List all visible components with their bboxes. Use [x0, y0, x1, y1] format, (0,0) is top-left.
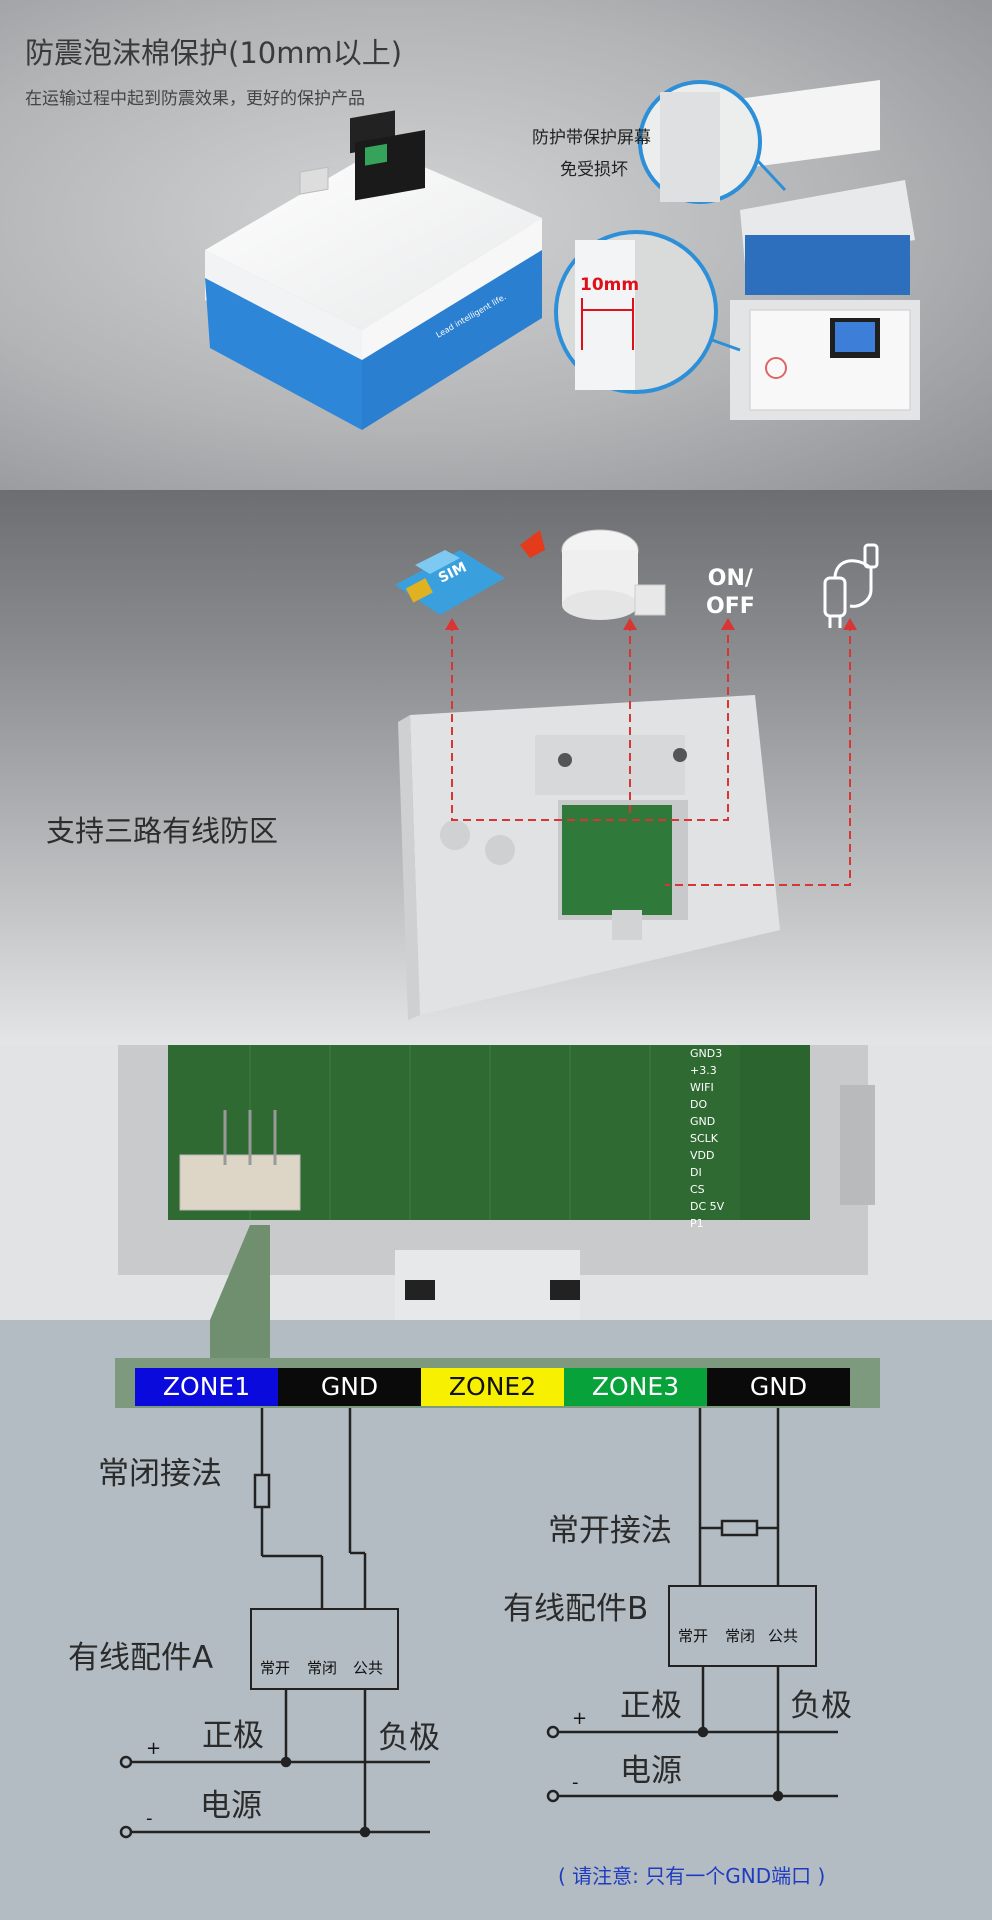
terminal-com-label: 公共	[768, 1627, 799, 1645]
foam-zoom-circle	[554, 230, 741, 394]
zone2-terminal: ZONE2	[421, 1368, 564, 1406]
terminal-no-label: 常开	[260, 1659, 291, 1677]
connector-funnel	[210, 1225, 270, 1320]
gnd-terminal: GND	[707, 1368, 850, 1406]
guide-lines	[451, 623, 851, 886]
switch-label-line2: OFF	[706, 594, 755, 619]
zone3-terminal: ZONE3	[564, 1368, 707, 1406]
open-box	[730, 80, 920, 420]
packaging-section: 防震泡沫棉保护(10mm以上) 在运输过程中起到防震效果，更好的保护产品 Lea…	[0, 0, 992, 490]
pcb-label: CS	[690, 1183, 705, 1196]
callout-line2: 免受损坏	[560, 160, 628, 180]
pcb-label: SCLK	[690, 1132, 719, 1145]
gnd-port-note: ( 请注意: 只有一个GND端口 )	[558, 1864, 826, 1888]
callout-line1: 防护带保护屏幕	[532, 128, 651, 148]
control-panel-back	[398, 695, 780, 1020]
foam-thickness-label: 10mm	[580, 275, 640, 295]
pcb-label: VDD	[690, 1149, 715, 1162]
positive-label-b: 正极	[620, 1688, 682, 1724]
plus-sign-a: +	[146, 1738, 162, 1759]
positive-label-a: 正极	[202, 1718, 264, 1754]
minus-sign-a: -	[146, 1808, 153, 1829]
switch-label: ON/ OFF	[706, 565, 755, 621]
terminal-nc-label: 常闭	[725, 1627, 756, 1645]
pcb-label: P1	[690, 1217, 704, 1230]
pcb-label: +3.3	[690, 1064, 717, 1077]
packaging-title: 防震泡沫棉保护(10mm以上)	[25, 36, 403, 70]
funnel-bottom	[210, 1320, 270, 1360]
back-panel-section: SIM ON/ OFF 支持三路有线防区	[0, 490, 992, 1045]
wiring-section: ZONE1 GND ZONE2 ZONE3 GND	[0, 1320, 992, 1920]
back-panel-illustration	[395, 529, 879, 1020]
no-method-label: 常开接法	[548, 1513, 672, 1549]
terminal-no-label: 常开	[678, 1627, 709, 1645]
siren-icon	[520, 529, 666, 620]
sim-card-icon	[395, 550, 505, 615]
pcb-label: DO	[690, 1098, 708, 1111]
terminal-nc-label: 常闭	[307, 1659, 338, 1677]
terminal-com-label: 公共	[353, 1659, 384, 1677]
zone-terminal-strip: ZONE1 GND ZONE2 ZONE3 GND	[115, 1358, 880, 1408]
power-adapter-icon	[823, 543, 879, 628]
nc-method-label: 常闭接法	[98, 1456, 222, 1492]
negative-label-a: 负极	[378, 1720, 440, 1756]
pcb-label: GND	[690, 1115, 716, 1128]
device-b-terminal-block: 常开 常闭 公共	[668, 1585, 817, 1667]
negative-label-b: 负极	[790, 1688, 852, 1724]
pcb-illustration	[118, 1045, 875, 1320]
screen-zoom-circle	[638, 80, 787, 204]
device-a-label: 有线配件A	[68, 1640, 214, 1676]
pcb-label: DC 5V	[690, 1200, 725, 1213]
power-label-a: 电源	[200, 1788, 262, 1824]
pcb-label: WIFI	[690, 1081, 714, 1094]
packaging-subtitle: 在运输过程中起到防震效果，更好的保护产品	[25, 89, 365, 109]
pcb-label: GND3	[690, 1047, 723, 1060]
device-a-terminal-block: 常开 常闭 公共	[250, 1608, 399, 1690]
power-label-b: 电源	[620, 1753, 682, 1789]
zone1-terminal: ZONE1	[135, 1368, 278, 1406]
gnd-terminal: GND	[278, 1368, 421, 1406]
pcb-label: DI	[690, 1166, 702, 1179]
wiring-lines	[119, 1408, 838, 1839]
switch-label-line1: ON/	[707, 566, 753, 591]
pcb-labels: GND3 +3.3 WIFI DO GND SCLK VDD DI CS DC …	[690, 1045, 800, 1232]
minus-sign-b: -	[572, 1772, 579, 1793]
wired-zone-caption: 支持三路有线防区	[46, 814, 279, 848]
packaging-illustration: Lead intelligent life.	[205, 80, 920, 430]
product-box	[205, 110, 542, 430]
device-b-label: 有线配件B	[503, 1591, 649, 1627]
plus-sign-b: +	[572, 1708, 588, 1729]
guide-arrows	[445, 618, 857, 630]
pcb-section: GND3 +3.3 WIFI DO GND SCLK VDD DI CS DC …	[0, 1045, 992, 1320]
